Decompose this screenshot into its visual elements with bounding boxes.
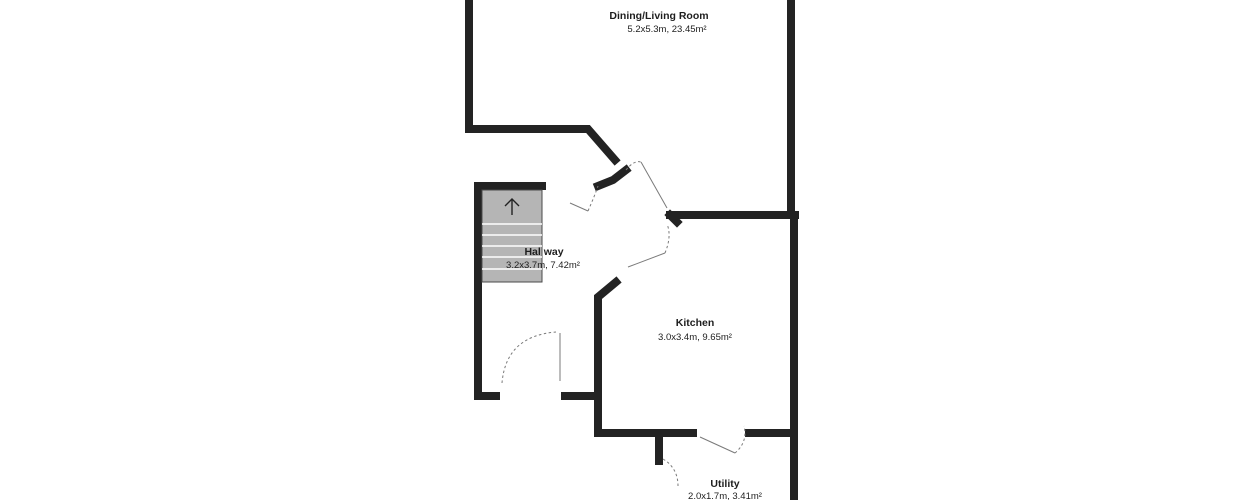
door-swing-arc	[664, 223, 670, 254]
door-leaf	[699, 436, 736, 454]
up-arrow-icon	[504, 198, 520, 215]
dining-to-kitchen-door	[625, 161, 668, 209]
hallway-to-dining-door	[569, 185, 599, 212]
kitchen-to-utility-door	[699, 425, 746, 454]
hallway-to-kitchen-door	[627, 223, 670, 268]
door-leaf	[627, 252, 666, 268]
stairs	[481, 189, 543, 283]
kitchen-dimensions: 3.0x3.4m, 9.65m²	[658, 332, 732, 343]
front-door	[501, 331, 561, 384]
dining-living-room-walls	[465, 0, 795, 219]
hallway-name: Hal way	[524, 246, 563, 258]
dining-living-room-name: Dining/Living Room	[609, 10, 708, 22]
kitchen-walls	[594, 209, 799, 500]
door-swing-arc	[662, 458, 679, 487]
dining-living-room-dimensions: 5.2x5.3m, 23.45m²	[627, 24, 706, 35]
utility-dimensions: 2.0x1.7m, 3.41m²	[688, 491, 762, 500]
door-swing-arc	[625, 161, 642, 171]
hallway-door-wall-stub	[592, 164, 632, 192]
utility-door-arc	[662, 458, 679, 487]
kitchen-name: Kitchen	[676, 317, 715, 329]
kitchen-left-wall	[594, 276, 697, 437]
door-swing-arc	[587, 185, 599, 212]
door-leaf	[569, 202, 589, 212]
hallway-left-wall	[474, 182, 546, 400]
utility-name: Utility	[710, 478, 739, 490]
hallway-dimensions: 3.2x3.7m, 7.42m²	[506, 260, 580, 271]
kitchen-top-corner	[664, 209, 683, 228]
door-swing-arc	[734, 425, 746, 454]
hallway-walls	[474, 182, 601, 400]
door-leaf	[640, 161, 668, 209]
dining-living-left-wall	[465, 0, 621, 166]
door-swing-arc	[501, 331, 557, 384]
